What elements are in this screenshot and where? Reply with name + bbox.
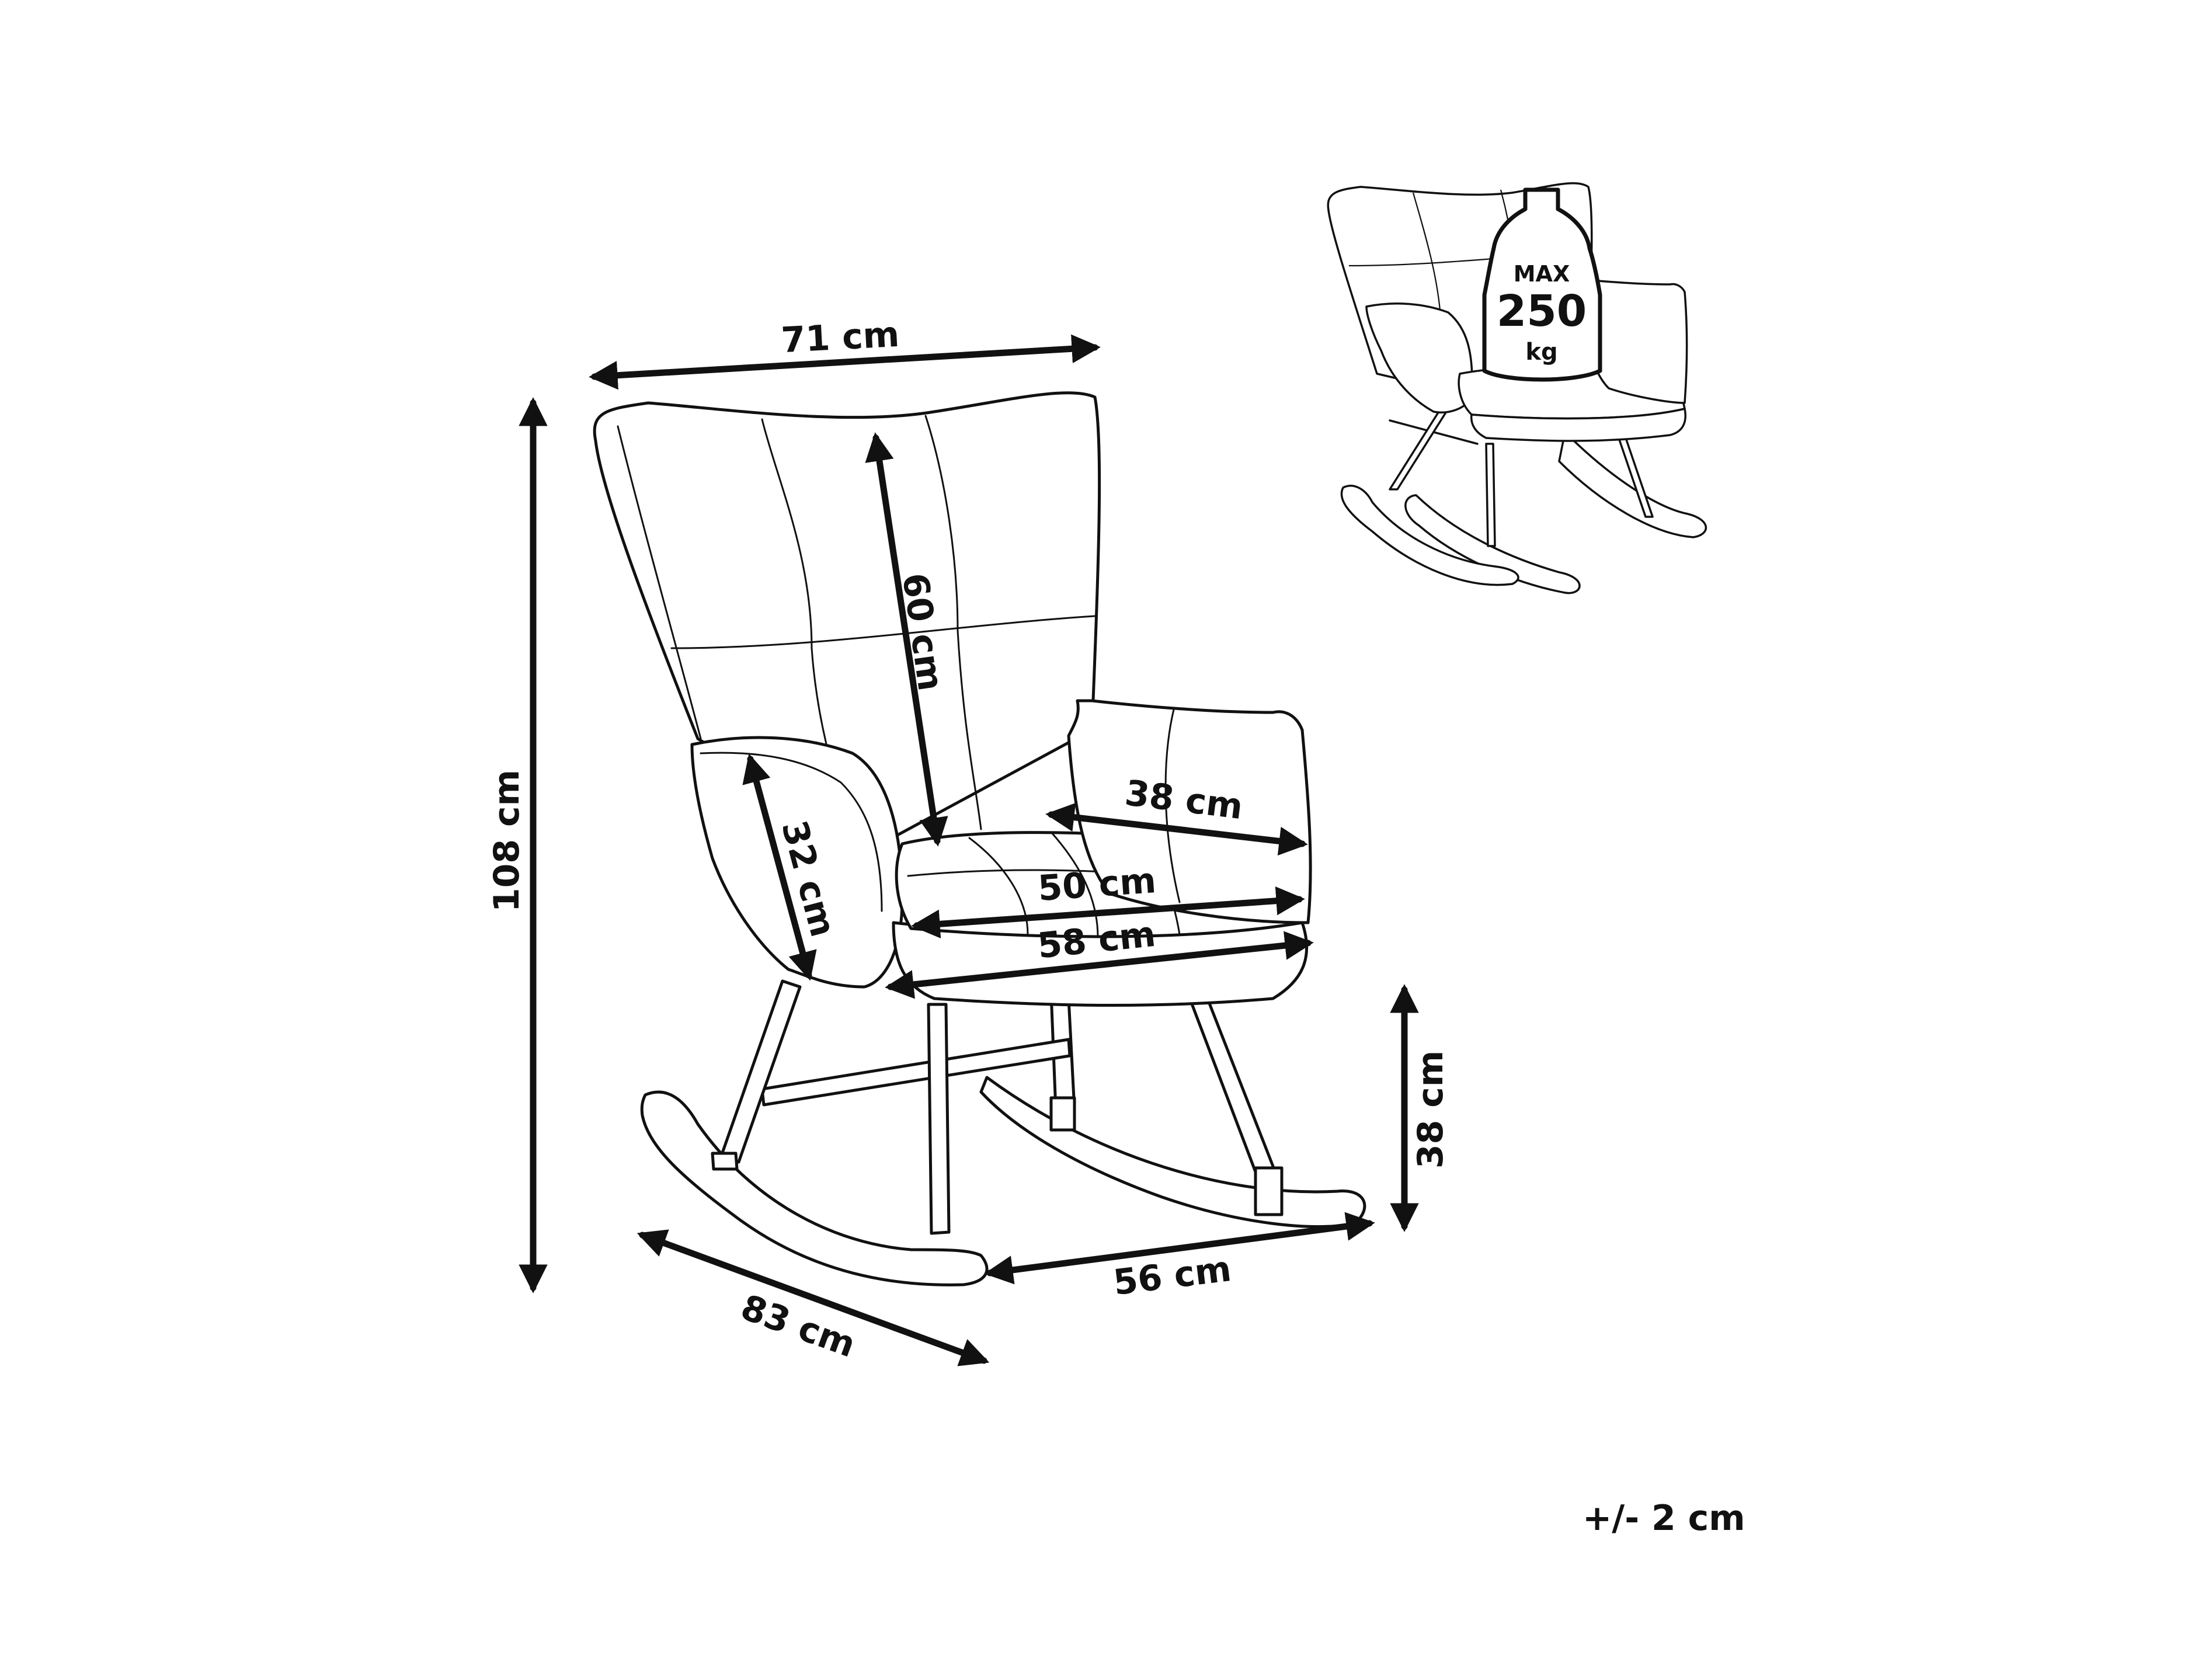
dim-line-width-base xyxy=(984,1212,1375,1285)
label-seat-depth: 50 cm xyxy=(1037,860,1157,909)
badge-weight-value: 250 xyxy=(1497,286,1587,336)
dim-line-depth-base xyxy=(637,1229,990,1366)
label-height-total: 108 cm xyxy=(486,770,527,912)
badge-weight-unit: kg xyxy=(1525,339,1557,366)
dim-line-seat-depth xyxy=(911,886,1305,938)
load-capacity-illustration: MAX 250 kg xyxy=(1327,182,1707,594)
tolerance-note: +/- 2 cm xyxy=(1583,1498,1745,1539)
badge-max-label: MAX xyxy=(1514,261,1570,287)
label-rocker-height: 38 cm xyxy=(1410,1051,1451,1168)
dim-line-width-top xyxy=(589,334,1101,390)
dimension-lines xyxy=(519,334,1419,1366)
dim-line-armrest-length xyxy=(1045,802,1308,856)
dim-line-armrest-height xyxy=(742,753,817,981)
dim-line-backrest-height xyxy=(865,432,948,847)
dim-line-seat-width xyxy=(885,931,1314,999)
weight-badge-icon xyxy=(1482,187,1602,382)
label-width-top: 71 cm xyxy=(780,314,900,361)
label-depth-base: 83 cm xyxy=(736,1287,861,1366)
